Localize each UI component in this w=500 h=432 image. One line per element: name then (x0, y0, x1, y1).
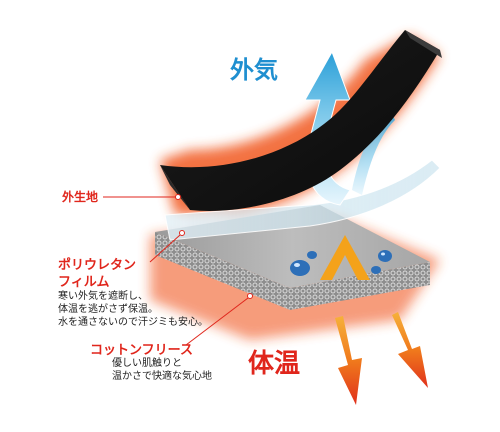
droplet-4 (371, 266, 381, 274)
droplet-1 (290, 260, 310, 276)
droplet-3 (378, 250, 392, 262)
fabric-edge-right (405, 30, 442, 58)
film-description: 寒い外気を遮断し、 体温を逃がさず保温。 水を通さないので汗ジミも安心。 (58, 290, 208, 329)
fleece-description: 優しい肌触りと 温かさで快適な気心地 (112, 357, 212, 383)
heat-arrow-left (335, 316, 362, 405)
film-label-line1: ポリウレタン (58, 258, 137, 273)
film-desc-line: 寒い外気を遮断し、 (58, 291, 148, 302)
leader-film (149, 234, 181, 263)
fleece-desc-line: 優しい肌触りと (112, 358, 182, 369)
fabric-top (160, 30, 440, 211)
leader-fleece (185, 297, 249, 346)
fleece-desc-line: 温かさで快適な気心地 (112, 371, 212, 382)
film-desc-line: 水を通さないので汗ジミも安心。 (58, 317, 208, 328)
heat-arrow-right (392, 312, 428, 388)
heat-chevron (320, 235, 370, 280)
droplet-3-shine (381, 252, 385, 256)
water-droplets (290, 250, 392, 276)
droplet-2 (307, 251, 317, 259)
droplet-1-shine (294, 263, 300, 267)
outer-fabric-label: 外生地 (62, 190, 99, 204)
fabric-edge (160, 165, 190, 210)
film-label-line2: フィルム (58, 275, 110, 290)
outer-fabric-layer (160, 30, 442, 211)
polyurethane-film-layer (164, 159, 441, 241)
body-heat-arrows (335, 312, 428, 405)
fleece-side (155, 232, 430, 310)
film-desc-line: 体温を逃がさず保温。 (58, 304, 158, 315)
outside-air-label: 外気 (230, 56, 278, 84)
leader-lines (103, 194, 253, 346)
cotton-fleece-label: コットンフリース (90, 343, 193, 358)
body-heat-label: 体温 (248, 349, 301, 379)
